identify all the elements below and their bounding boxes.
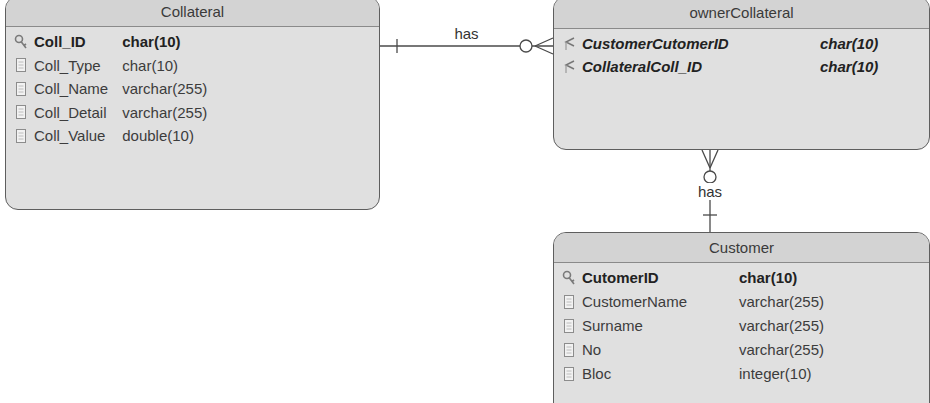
- column-name: Coll_ID: [34, 30, 86, 54]
- optional-circle: [520, 40, 532, 52]
- column-type: varchar(255): [122, 101, 207, 125]
- column-row: Coll_Detail varchar(255): [6, 101, 379, 125]
- column-row: Coll_Type char(10): [6, 54, 379, 78]
- column-row: Surname varchar(255): [554, 314, 929, 338]
- column-row: Bloc integer(10): [554, 362, 929, 386]
- column-icon: [562, 294, 576, 310]
- column-type: char(10): [122, 30, 180, 54]
- column-icon: [14, 128, 28, 144]
- column-type: integer(10): [739, 362, 812, 386]
- column-row: CutomerID char(10): [554, 266, 929, 290]
- foreign-key-icon: [562, 36, 576, 52]
- column-name: Coll_Type: [34, 54, 101, 78]
- column-name: Surname: [582, 314, 643, 338]
- column-row: Coll_ID char(10): [6, 30, 379, 54]
- column-row: Coll_Name varchar(255): [6, 77, 379, 101]
- column-name: CollateralColl_ID: [582, 55, 702, 78]
- key-icon: [14, 34, 28, 50]
- column-type: double(10): [122, 124, 194, 148]
- optional-circle: [704, 171, 716, 183]
- column-name: CutomerID: [582, 266, 659, 290]
- table-name: Customer: [709, 239, 774, 256]
- column-row: CustomerCutomerID char(10): [554, 32, 929, 55]
- column-type: char(10): [739, 266, 797, 290]
- column-icon: [14, 81, 28, 97]
- column-type: varchar(255): [122, 77, 207, 101]
- relationship-label: has: [452, 25, 480, 42]
- column-type: char(10): [820, 55, 878, 78]
- table-name: Collateral: [161, 3, 224, 20]
- entity-table: CollateralColl_ID char(10) Coll_Type char(1…: [5, 0, 380, 210]
- column-icon: [14, 104, 28, 120]
- crows-foot: [702, 150, 718, 168]
- column-name: Bloc: [582, 362, 611, 386]
- column-name: CustomerName: [582, 290, 687, 314]
- relationship-label: has: [696, 183, 724, 200]
- key-icon: [562, 270, 576, 286]
- column-type: char(10): [820, 32, 878, 55]
- column-icon: [14, 57, 28, 73]
- column-row: CustomerName varchar(255): [554, 290, 929, 314]
- column-type: varchar(255): [739, 338, 824, 362]
- one-bar: [396, 39, 397, 53]
- column-row: No varchar(255): [554, 338, 929, 362]
- column-type: char(10): [122, 54, 178, 78]
- one-bar: [703, 214, 717, 215]
- column-name: Coll_Detail: [34, 101, 107, 125]
- column-name: Coll_Name: [34, 77, 108, 101]
- entity-table: CustomerCutomerID char(10) CustomerName var…: [553, 232, 930, 403]
- column-icon: [562, 342, 576, 358]
- table-header: Customer: [554, 233, 929, 263]
- crows-foot: [535, 38, 553, 54]
- column-icon: [562, 318, 576, 334]
- column-row: CollateralColl_ID char(10): [554, 55, 929, 78]
- column-row: Coll_Value double(10): [6, 124, 379, 148]
- entity-table: ownerCollateralCustomerCutomerID char(10)…: [553, 0, 930, 150]
- column-name: No: [582, 338, 601, 362]
- column-type: varchar(255): [739, 314, 824, 338]
- column-name: CustomerCutomerID: [582, 32, 729, 55]
- column-name: Coll_Value: [34, 124, 105, 148]
- foreign-key-icon: [562, 59, 576, 75]
- column-icon: [562, 366, 576, 382]
- table-name: ownerCollateral: [689, 4, 793, 21]
- column-type: varchar(255): [739, 290, 824, 314]
- table-header: ownerCollateral: [554, 0, 929, 29]
- table-header: Collateral: [6, 0, 379, 27]
